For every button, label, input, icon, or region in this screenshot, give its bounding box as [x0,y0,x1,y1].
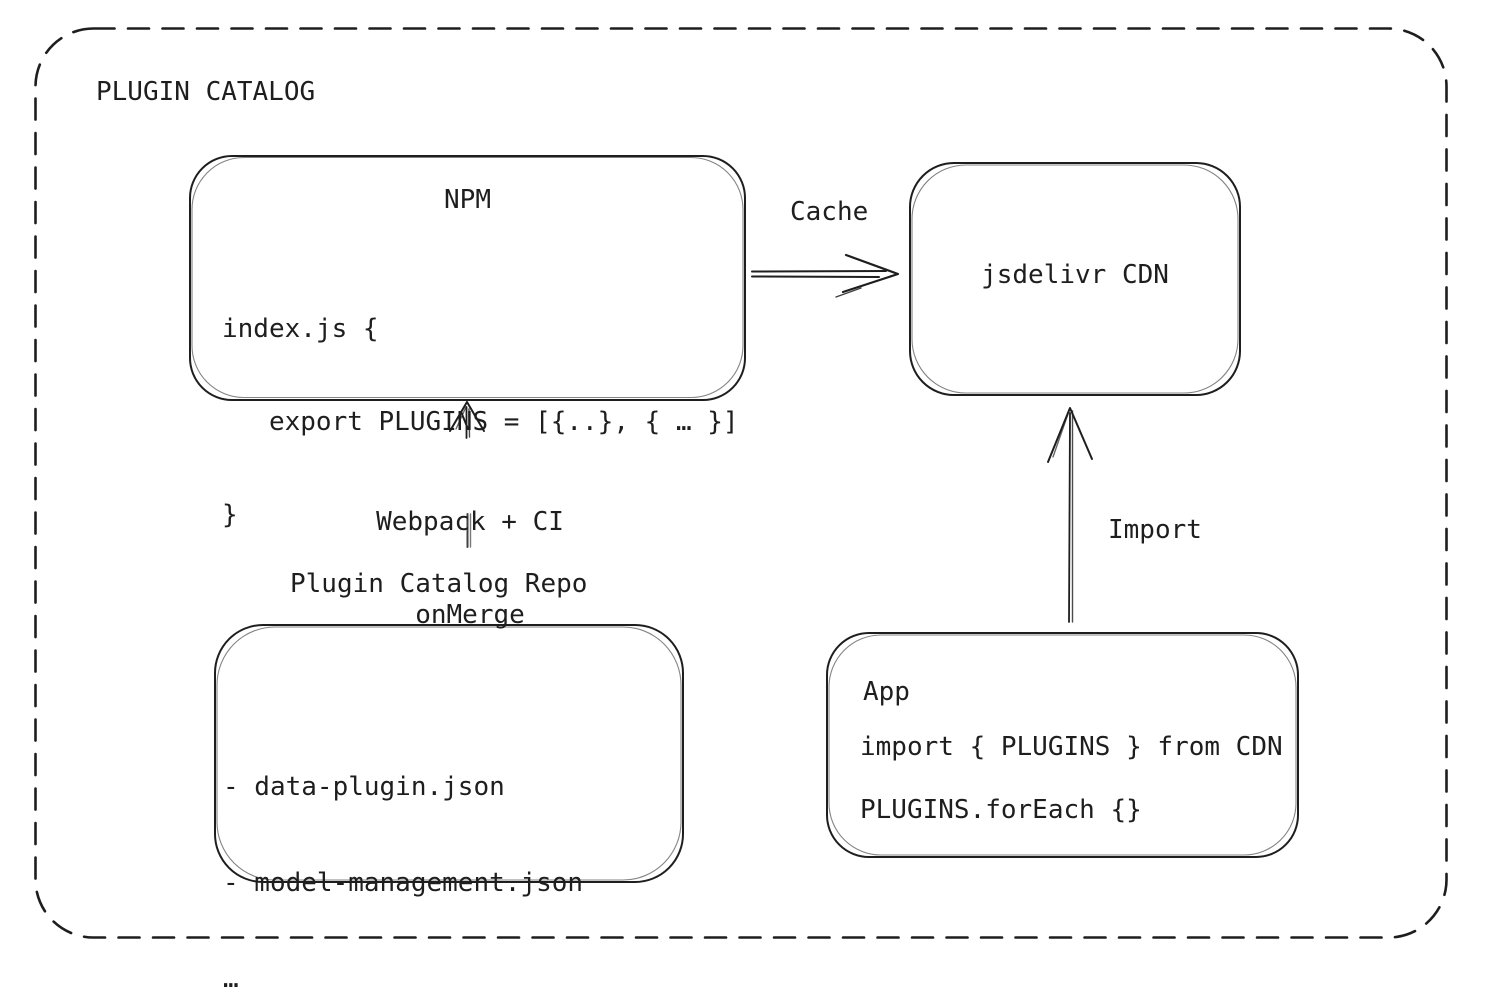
import-arrow [1047,407,1093,623]
npm-node-box [189,155,746,401]
frame-title: PLUGIN CATALOG [96,77,316,107]
repo-node-label: Plugin Catalog Repo [290,569,588,599]
repo-file-item-1: - data-plugin.json [223,772,505,802]
app-code-line-1: import { PLUGINS } from CDN [860,732,1283,762]
app-code-line-2: PLUGINS.forEach {} [860,795,1142,825]
cdn-node-label: jsdelivr CDN [981,260,1169,290]
repo-node-box [214,624,684,883]
app-node-title: App [863,677,910,707]
import-arrow-label: Import [1108,515,1202,545]
cache-arrow [751,253,900,298]
repo-file-item-3: … [223,964,239,994]
build-arrow-label-line-2: onMerge [415,600,525,630]
repo-file-item-2: - model-management.json [223,868,584,898]
build-arrow-label-line-1: Webpack + CI [376,507,564,537]
npm-code-line-3: } [222,500,238,530]
plugin-catalog-frame [34,27,1448,939]
repo-file-list: - data-plugin.json - model-management.js… [223,707,583,1002]
build-arrow [449,401,485,439]
npm-code-block: index.js { export PLUGINS = [{..}, { … }… [222,252,739,593]
npm-node-title: NPM [444,185,491,215]
build-arrow-label: Webpack + CI onMerge [350,445,590,693]
npm-code-line-2: export PLUGINS = [{..}, { … }] [222,407,739,437]
app-node-box [826,632,1299,858]
build-connector-line [466,513,472,548]
npm-code-line-1: index.js { [222,314,379,344]
cdn-node-box [909,162,1241,396]
cache-arrow-label: Cache [790,197,869,227]
